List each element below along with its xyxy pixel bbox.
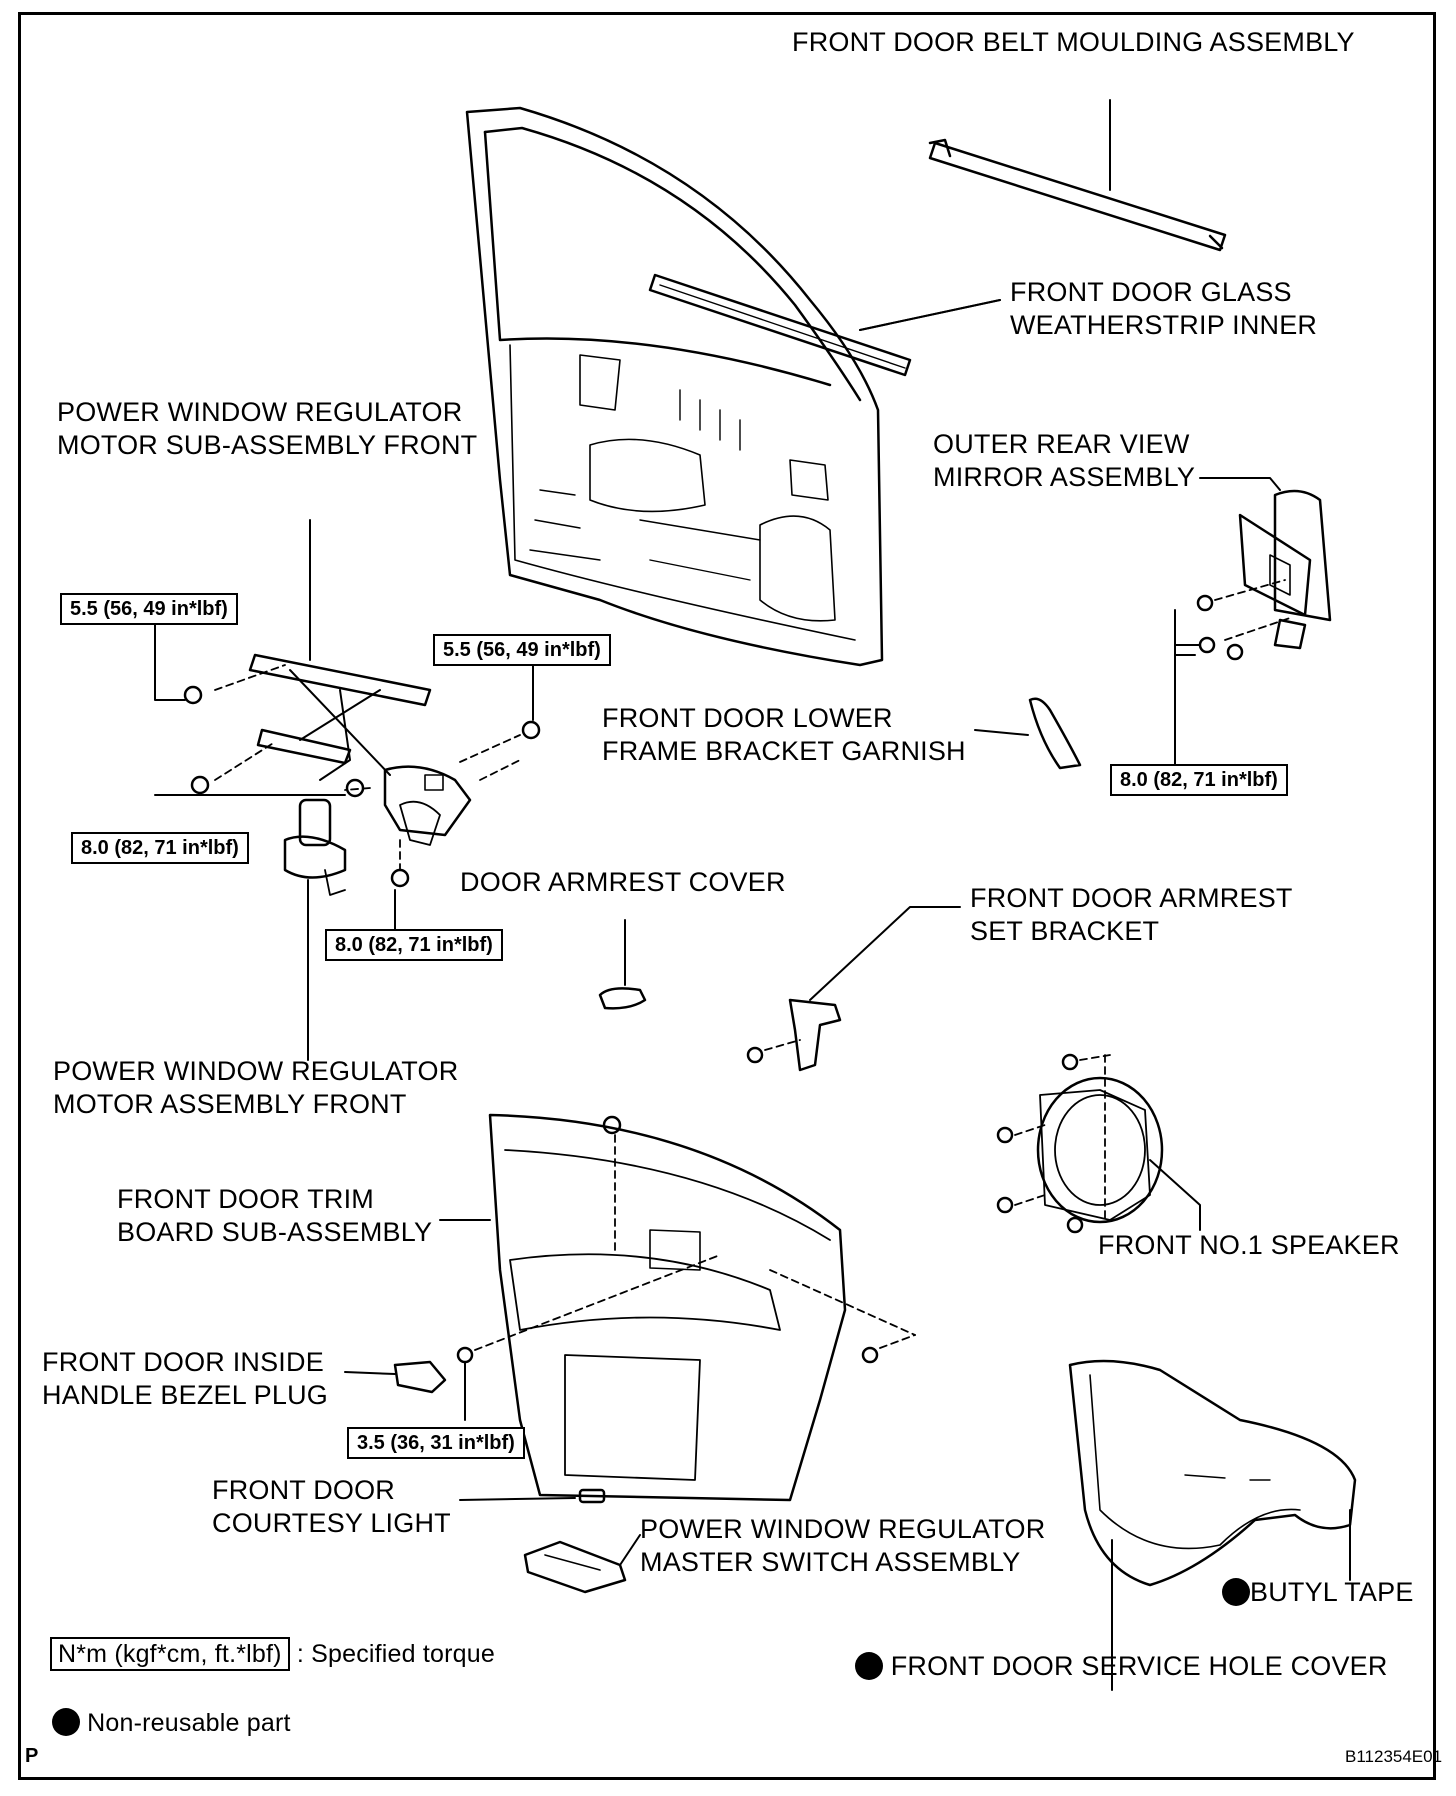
label-master-switch-2: MASTER SWITCH ASSEMBLY [640, 1547, 1021, 1577]
regulator-motor-shape [283, 798, 347, 1061]
legend-torque-box: N*m (kgf*cm, ft.*lbf) [50, 1637, 290, 1671]
label-glass-weatherstrip-2: WEATHERSTRIP INNER [1010, 310, 1318, 340]
figure-code: B112354E01 [1345, 1747, 1443, 1766]
torque-box-4: 8.0 (82, 71 in*lbf) [71, 832, 249, 864]
label-butyl-tape: BUTYL TAPE [1222, 1576, 1414, 1609]
label-lower-frame-garnish-2: FRAME BRACKET GARNISH [602, 736, 966, 766]
label-armrest-bracket-1: FRONT DOOR ARMREST [970, 883, 1293, 913]
label-lower-frame-garnish-1: FRONT DOOR LOWER [602, 703, 893, 733]
master-switch-shape [523, 1534, 641, 1594]
garnish-shape [974, 697, 1082, 770]
service-hole-cover-shape [1068, 1359, 1357, 1691]
legend-torque-text: : Specified torque [296, 1640, 495, 1668]
trim-board-shape [439, 1113, 916, 1502]
label-bezel-plug-2: HANDLE BEZEL PLUG [42, 1380, 328, 1410]
weatherstrip-shape [648, 273, 1001, 377]
label-courtesy-light-2: COURTESY LIGHT [212, 1508, 451, 1538]
courtesy-light-shape [459, 1488, 606, 1504]
bezel-plug-shape [344, 1360, 447, 1394]
armrest-bracket-shape [746, 906, 961, 1072]
torque-box-3: 8.0 (82, 71 in*lbf) [1110, 764, 1288, 796]
regulator-shape [154, 519, 541, 931]
belt-moulding-shape [928, 99, 1227, 252]
door-panel [465, 106, 884, 667]
speaker-shape [996, 1053, 1201, 1234]
corner-letter: P [25, 1745, 39, 1767]
label-armrest-cover: DOOR ARMREST COVER [460, 867, 786, 897]
label-regulator-motor-sub-1: POWER WINDOW REGULATOR [57, 397, 463, 427]
label-speaker: FRONT NO.1 SPEAKER [1098, 1230, 1400, 1260]
mirror-shape [1174, 477, 1332, 766]
label-armrest-bracket-2: SET BRACKET [970, 916, 1160, 946]
legend-torque: N*m (kgf*cm, ft.*lbf) : Specified torque [50, 1637, 495, 1671]
non-reusable-icon [1222, 1578, 1250, 1606]
label-glass-weatherstrip-1: FRONT DOOR GLASS [1010, 277, 1292, 307]
label-service-hole-cover: FRONT DOOR SERVICE HOLE COVER [855, 1650, 1388, 1683]
non-reusable-icon [855, 1652, 883, 1680]
torque-box-2: 5.5 (56, 49 in*lbf) [433, 634, 611, 666]
label-trim-board-2: BOARD SUB-ASSEMBLY [117, 1217, 433, 1247]
label-trim-board-1: FRONT DOOR TRIM [117, 1184, 374, 1214]
torque-box-6: 3.5 (36, 31 in*lbf) [347, 1427, 525, 1459]
diagram-frame [18, 12, 1436, 1780]
label-mirror-1: OUTER REAR VIEW [933, 429, 1190, 459]
label-regulator-motor-1: POWER WINDOW REGULATOR [53, 1056, 459, 1086]
armrest-cover-shape [598, 919, 647, 1010]
label-regulator-motor-sub-2: MOTOR SUB-ASSEMBLY FRONT [57, 430, 478, 460]
label-regulator-motor-2: MOTOR ASSEMBLY FRONT [53, 1089, 407, 1119]
label-belt-moulding: FRONT DOOR BELT MOULDING ASSEMBLY [792, 27, 1355, 57]
legend-non-reusable: Non-reusable part [52, 1707, 291, 1740]
label-master-switch-1: POWER WINDOW REGULATOR [640, 1514, 1046, 1544]
label-courtesy-light-1: FRONT DOOR [212, 1475, 395, 1505]
torque-box-1: 5.5 (56, 49 in*lbf) [60, 593, 238, 625]
torque-box-5: 8.0 (82, 71 in*lbf) [325, 929, 503, 961]
non-reusable-icon [52, 1708, 80, 1736]
label-mirror-2: MIRROR ASSEMBLY [933, 462, 1196, 492]
label-bezel-plug-1: FRONT DOOR INSIDE [42, 1347, 324, 1377]
